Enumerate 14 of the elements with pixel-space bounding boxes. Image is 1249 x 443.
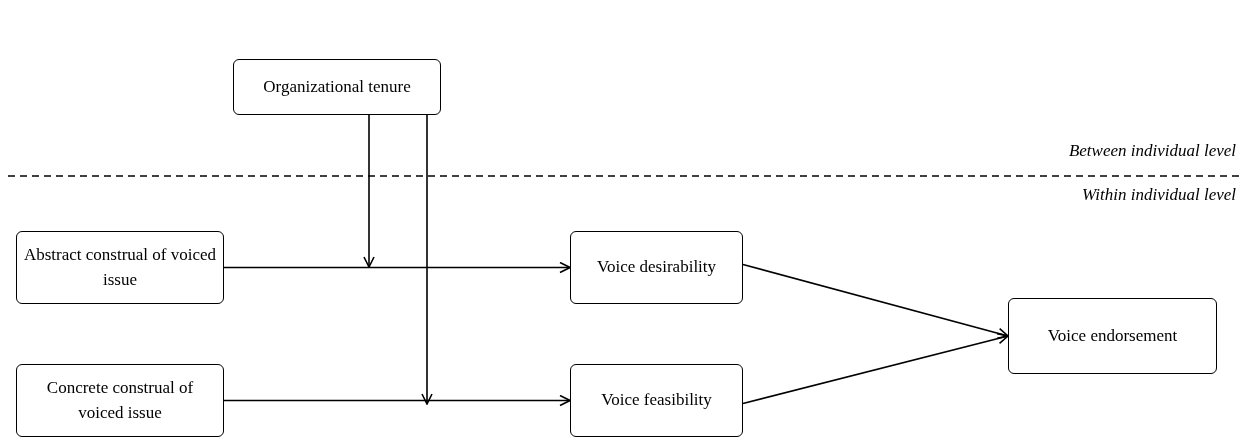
arrow	[742, 263, 1009, 339]
arrow	[223, 394, 571, 407]
variable-box: Organizational tenure	[233, 59, 441, 115]
arrow	[421, 114, 433, 405]
variable-box: Voice desirability	[570, 231, 743, 304]
level-label: Between individual level	[1068, 141, 1236, 161]
variable-box: Abstract construal of voiced issue	[16, 231, 224, 304]
level-label: Within individual level	[1082, 185, 1236, 205]
variable-box: Concrete construal of voiced issue	[16, 364, 224, 437]
arrow	[223, 261, 571, 274]
arrow	[742, 332, 1009, 405]
variable-box: Voice endorsement	[1008, 298, 1217, 374]
arrow	[363, 114, 375, 268]
variable-box: Voice feasibility	[570, 364, 743, 437]
